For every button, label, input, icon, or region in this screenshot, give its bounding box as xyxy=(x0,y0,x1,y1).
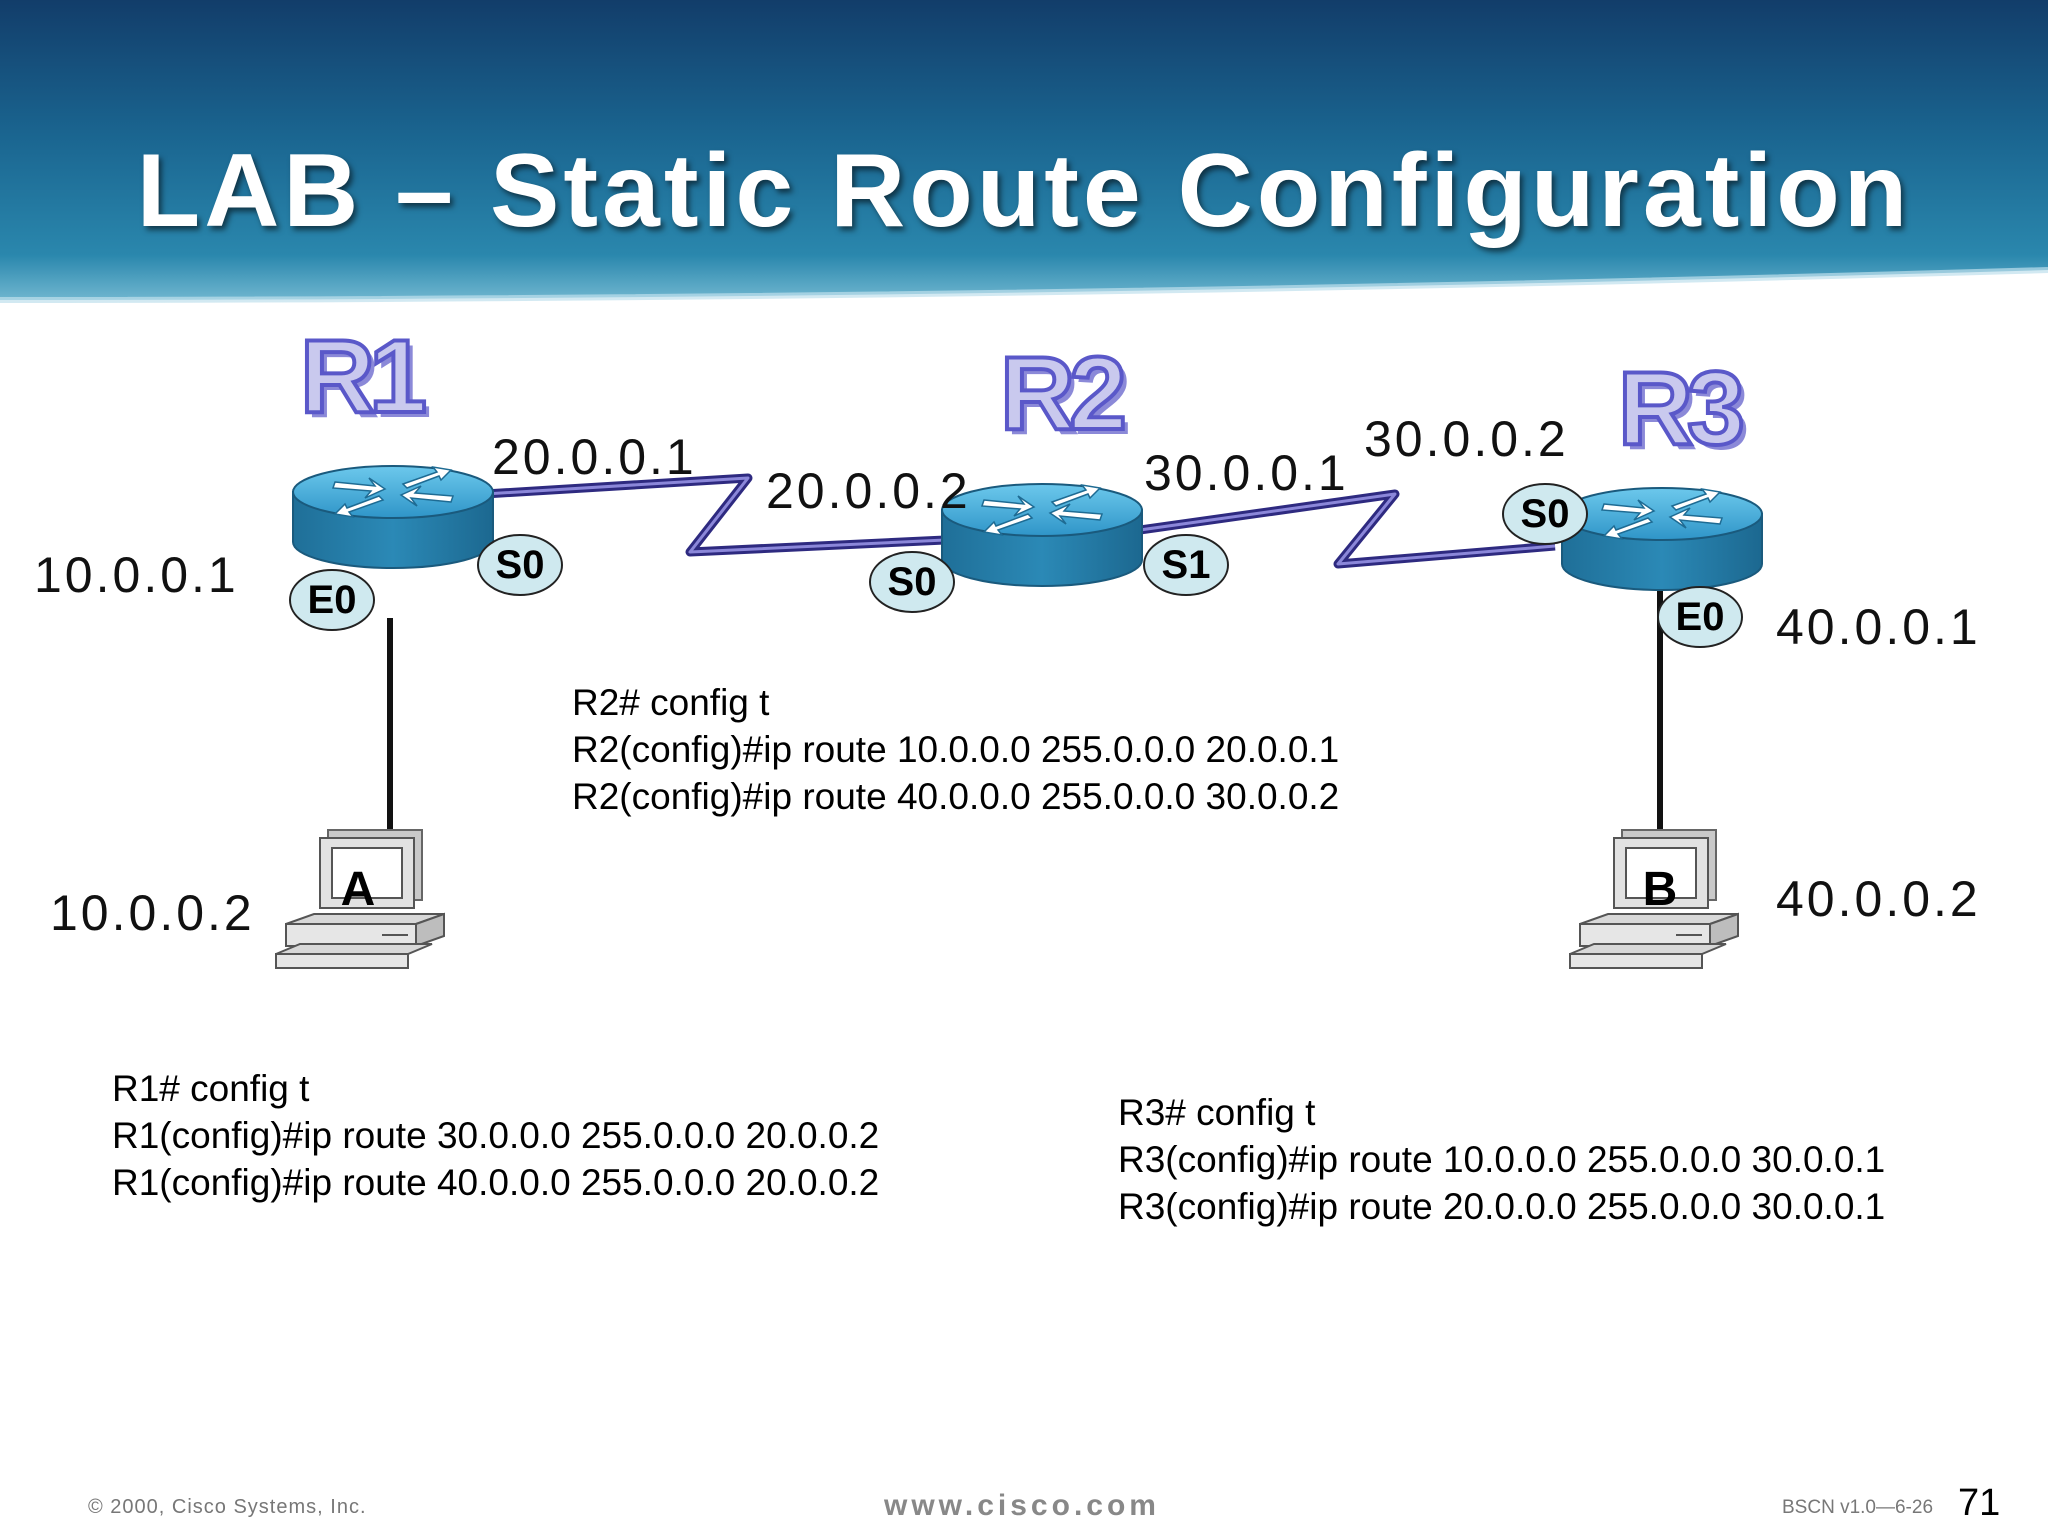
serial-link-r2-r3-highlight xyxy=(1139,492,1556,566)
ip-r1-s0: 20.0.0.1 xyxy=(492,429,697,485)
ip-r3-s0: 30.0.0.2 xyxy=(1364,411,1569,467)
r2-s0-label: S0 xyxy=(887,560,937,604)
r1-e0-badge xyxy=(289,569,375,631)
r3-config-line: R3# config t xyxy=(1118,1092,1316,1133)
ip-host-b: 40.0.0.2 xyxy=(1776,871,1981,927)
router-r3-icon xyxy=(1561,487,1763,591)
r2-s1-badge xyxy=(1143,534,1229,596)
r2-config-block: R2# config t R2(config)#ip route 10.0.0.… xyxy=(572,679,1339,820)
ip-r2-s1: 30.0.0.1 xyxy=(1144,445,1349,501)
r3-config-block: R3# config t R3(config)#ip route 10.0.0.… xyxy=(1118,1089,1885,1230)
footer-course-code: BSCN v1.0—6-26 xyxy=(1782,1497,1934,1518)
title-banner xyxy=(0,0,2048,300)
r1-e0-label: E0 xyxy=(307,578,357,622)
r3-e0-badge xyxy=(1657,586,1743,648)
r2-s0-badge xyxy=(869,551,955,613)
r1-config-line: R1(config)#ip route 40.0.0.0 255.0.0.0 2… xyxy=(112,1162,880,1203)
r3-config-line: R3(config)#ip route 20.0.0.0 255.0.0.0 3… xyxy=(1118,1186,1886,1227)
r2-config-line: R2(config)#ip route 40.0.0.0 255.0.0.0 3… xyxy=(572,776,1340,817)
router-r1-icon xyxy=(292,465,494,569)
serial-link-r1-r2-highlight xyxy=(484,476,946,554)
host-a-label: A xyxy=(340,863,376,916)
r1-config-block: R1# config t R1(config)#ip route 30.0.0.… xyxy=(112,1065,879,1206)
footer-copyright: © 2000, Cisco Systems, Inc. xyxy=(88,1496,367,1518)
host-b-label: B xyxy=(1642,863,1678,916)
r2-config-line: R2# config t xyxy=(572,682,770,723)
router-r2-label: R2 xyxy=(998,334,1129,454)
router-r2-icon xyxy=(941,483,1143,587)
banner-edge xyxy=(0,267,2048,303)
r3-s0-badge xyxy=(1502,483,1588,545)
ip-host-a: 10.0.0.2 xyxy=(50,885,255,941)
r1-config-line: R1# config t xyxy=(112,1068,310,1109)
r3-e0-label: E0 xyxy=(1675,595,1725,639)
footer-site: www.cisco.com xyxy=(884,1489,1160,1522)
r1-s0-label: S0 xyxy=(495,543,545,587)
router-r1-label: R1 xyxy=(298,317,429,437)
r1-s0-badge xyxy=(477,534,563,596)
slide-title: LAB – Static Route Configuration xyxy=(136,133,1912,249)
page-number: 71 xyxy=(1958,1482,2001,1524)
ip-r1-e0: 10.0.0.1 xyxy=(34,547,239,603)
r1-config-line: R1(config)#ip route 30.0.0.0 255.0.0.0 2… xyxy=(112,1115,880,1156)
r3-config-line: R3(config)#ip route 10.0.0.0 255.0.0.0 3… xyxy=(1118,1139,1886,1180)
ip-r2-s0: 20.0.0.2 xyxy=(766,463,971,519)
r3-s0-label: S0 xyxy=(1520,492,1570,536)
ip-r3-e0: 40.0.0.1 xyxy=(1776,599,1981,655)
router-r3-label: R3 xyxy=(1616,349,1747,469)
r2-config-line: R2(config)#ip route 10.0.0.0 255.0.0.0 2… xyxy=(572,729,1340,770)
r2-s1-label: S1 xyxy=(1161,543,1211,587)
